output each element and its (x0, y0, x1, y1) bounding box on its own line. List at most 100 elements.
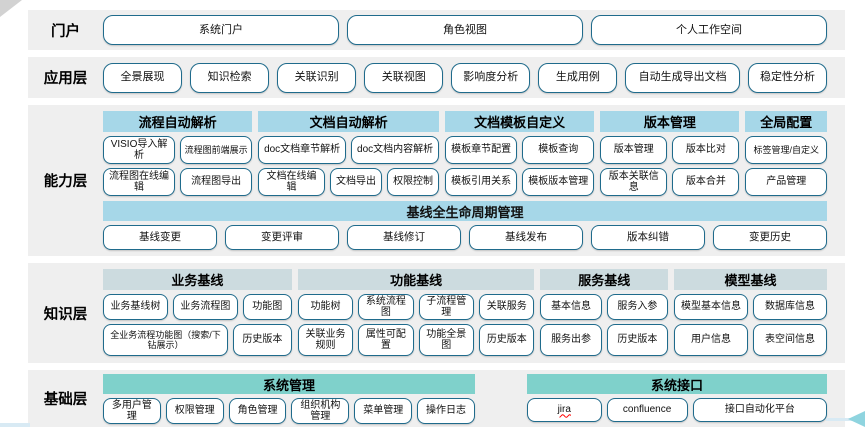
group-header: 服务基线 (540, 269, 668, 290)
feature-box: 变更评审 (225, 225, 339, 250)
box-row: 业务基线树业务流程图功能图 (103, 294, 292, 320)
layer-band-application: 应用层 全景展现知识检索关联识别关联视图影响度分析生成用例自动生成导出文档稳定性… (28, 57, 845, 98)
feature-box: 属性可配置 (358, 324, 414, 356)
feature-box: 历史版本 (232, 324, 292, 356)
feature-box: 功能图 (242, 294, 292, 320)
feature-box: 数据库信息 (752, 294, 827, 320)
group: 文档模板自定义模板章节配置模板查询模板引用关系模板版本管理 (445, 111, 595, 196)
group: 全局配置标签管理/自定义产品管理 (745, 111, 827, 196)
layer-label-application: 应用层 (43, 71, 88, 87)
group-header: 模型基线 (673, 269, 827, 290)
bottom-right-connector-line (826, 418, 854, 421)
feature-box: 知识检索 (190, 62, 270, 93)
feature-box: 关联视图 (364, 62, 444, 93)
layer-label-knowledge: 知识层 (43, 306, 88, 323)
feature-box: 角色管理 (228, 398, 287, 424)
feature-box: 版本管理 (600, 136, 668, 164)
feature-box: 文档在线编辑 (258, 168, 325, 196)
portal-box-row: 系统门户角色视图个人工作空间 (103, 10, 827, 50)
feature-box: 全业务流程功能图（搜索/下钻展示） (103, 324, 228, 356)
feature-box: 标签管理/自定义 (745, 136, 827, 164)
feature-box: doc文档内容解析 (351, 136, 440, 164)
feature-box: 组织机构管理 (291, 398, 350, 424)
feature-box: 基线变更 (103, 225, 217, 250)
feature-box: 版本纠错 (591, 225, 705, 250)
box-row: 用户信息表空间信息 (673, 324, 827, 356)
box-row: 流程图在线编辑流程图导出 (103, 168, 253, 196)
application-box-row: 全景展现知识检索关联识别关联视图影响度分析生成用例自动生成导出文档稳定性分析 (103, 57, 828, 98)
feature-box: 版本比对 (672, 136, 740, 164)
group-header: 文档模板自定义 (445, 111, 595, 132)
layer-band-portal: 门户 系统门户角色视图个人工作空间 (28, 10, 845, 50)
group-header: 文档自动解析 (258, 111, 440, 132)
box-row: 产品管理 (745, 168, 827, 196)
feature-box: 系统流程图 (358, 294, 414, 320)
feature-box: 历史版本 (479, 324, 535, 356)
box-row: 模板引用关系模板版本管理 (445, 168, 595, 196)
box-row: 模板章节配置模板查询 (445, 136, 595, 164)
group: 版本管理版本管理版本比对版本关联信息版本合并 (600, 111, 740, 196)
feature-box: 基线发布 (469, 225, 583, 250)
feature-box: 业务流程图 (172, 294, 238, 320)
group-header: 业务基线 (103, 269, 292, 290)
feature-box: doc文档章节解析 (258, 136, 347, 164)
feature-box: 角色视图 (347, 15, 583, 45)
feature-box: 子流程管理 (418, 294, 475, 320)
layer-label-capability: 能力层 (43, 174, 88, 190)
feature-box: 稳定性分析 (747, 62, 828, 93)
feature-box: 流程图在线编辑 (103, 168, 176, 196)
feature-box: 全景展现 (103, 62, 183, 93)
knowledge-groups: 业务基线业务基线树业务流程图功能图全业务流程功能图（搜索/下钻展示）历史版本功能… (103, 263, 827, 363)
feature-box: 服务出参 (540, 324, 602, 356)
feature-box: 基本信息 (540, 294, 602, 320)
feature-box: confluence (606, 398, 688, 422)
feature-box: 模板引用关系 (445, 168, 518, 196)
lifecycle-group-header: 基线全生命周期管理 (103, 201, 827, 222)
group-header: 系统接口 (527, 374, 827, 394)
feature-box: 产品管理 (745, 168, 827, 196)
feature-box: 历史版本 (606, 324, 668, 356)
feature-box: 自动生成导出文档 (625, 62, 740, 93)
layer-label-base: 基础层 (43, 392, 88, 408)
group: 模型基线模型基本信息数据库信息用户信息表空间信息 (673, 269, 827, 357)
corner-decoration (0, 0, 22, 17)
box-row: 全业务流程功能图（搜索/下钻展示）历史版本 (103, 324, 292, 356)
box-row: 模型基本信息数据库信息 (673, 294, 827, 320)
feature-box: 变更历史 (713, 225, 827, 250)
box-row: 服务出参历史版本 (540, 324, 668, 356)
feature-box: 基线修订 (347, 225, 461, 250)
feature-box: 流程图导出 (180, 168, 253, 196)
feature-box: 权限管理 (165, 398, 224, 424)
feature-box: 生成用例 (538, 62, 618, 93)
feature-box: jira (527, 398, 602, 422)
feature-box: 模板版本管理 (522, 168, 595, 196)
feature-box: 操作日志 (417, 398, 475, 424)
feature-box: 版本合并 (672, 168, 740, 196)
feature-box: 业务基线树 (103, 294, 168, 320)
box-row: 多用户管理权限管理角色管理组织机构管理菜单管理操作日志 (103, 398, 475, 424)
box-row: VISIO导入解析流程图前端展示 (103, 136, 253, 164)
feature-box: 模板章节配置 (445, 136, 518, 164)
feature-box: 模板查询 (522, 136, 595, 164)
feature-box: 系统门户 (103, 15, 339, 45)
feature-box: 版本关联信息 (600, 168, 668, 196)
bottom-left-connector-line (0, 423, 30, 427)
box-row: 版本关联信息版本合并 (600, 168, 740, 196)
left-arrowhead-icon (848, 411, 865, 427)
lifecycle-box-row: 基线变更变更评审基线修订基线发布版本纠错变更历史 (103, 225, 827, 250)
feature-box: 用户信息 (673, 324, 748, 356)
feature-box: 影响度分析 (451, 62, 531, 93)
feature-box: 个人工作空间 (591, 15, 827, 45)
feature-box: 服务入参 (606, 294, 668, 320)
feature-box: 表空间信息 (752, 324, 827, 356)
feature-box: 接口自动化平台 (692, 398, 827, 422)
